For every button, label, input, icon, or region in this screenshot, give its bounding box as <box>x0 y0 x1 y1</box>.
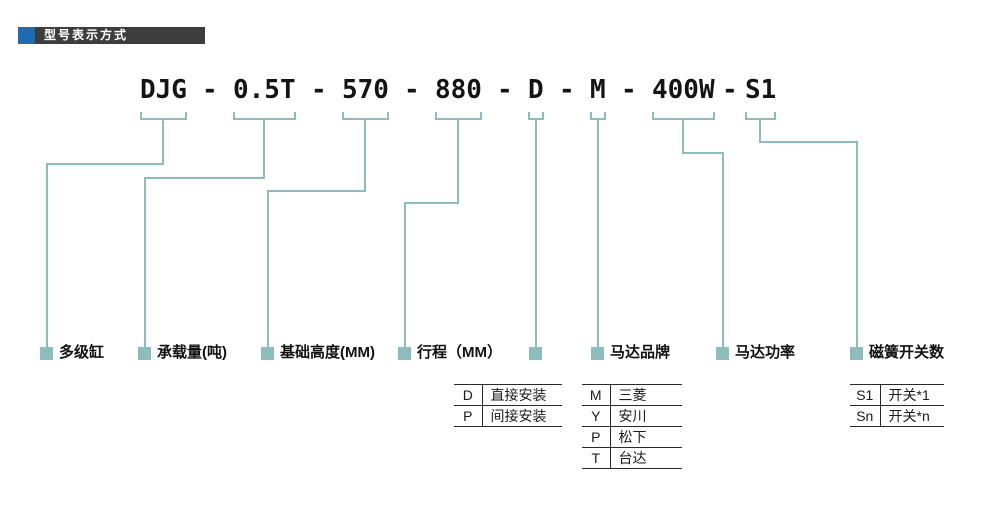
model-segment-series: DJG <box>140 75 187 105</box>
legend-square-icon <box>398 346 411 360</box>
connector-line <box>856 141 858 347</box>
connector-line <box>144 177 265 179</box>
connector-line <box>364 120 366 192</box>
legend-square-icon <box>138 346 151 360</box>
model-segment-motor-power: 400W <box>652 75 715 105</box>
reed-switch-table: S1 开关*1 Sn 开关*n <box>850 384 944 427</box>
model-separator: - <box>311 75 327 105</box>
mounting-table: D 直接安装 P 间接安装 <box>454 384 562 427</box>
model-separator: - <box>559 75 575 105</box>
connector-line <box>682 152 724 154</box>
legend-label: 基础高度(MM) <box>280 344 375 361</box>
legend-stroke: 行程（MM） <box>398 345 502 361</box>
table-key: D <box>454 384 483 406</box>
bracket-base-height <box>342 112 389 120</box>
connector-line <box>404 202 459 204</box>
table-row: M 三菱 <box>582 384 682 406</box>
table-row: P 间接安装 <box>454 405 562 427</box>
legend-square-icon <box>261 346 274 360</box>
legend-label: 行程（MM） <box>417 344 502 361</box>
legend-label: 承载量(吨) <box>157 344 227 361</box>
table-key: Sn <box>850 405 881 427</box>
model-separator: - <box>202 75 218 105</box>
table-key: M <box>582 384 611 406</box>
connector-line <box>457 120 459 204</box>
model-separator: - <box>497 75 513 105</box>
connector-line <box>759 120 761 143</box>
connector-line <box>263 120 265 179</box>
model-segment-mounting: D <box>528 75 544 105</box>
table-value: 安川 <box>610 405 682 427</box>
table-value: 间接安装 <box>482 405 562 427</box>
table-key: P <box>582 426 611 448</box>
connector-line <box>144 177 146 347</box>
connector-line <box>46 163 48 347</box>
legend-label: 多级缸 <box>59 344 105 361</box>
model-separator: - <box>404 75 420 105</box>
model-segment-motor-brand: M <box>590 75 606 105</box>
model-separator: - <box>722 75 738 105</box>
legend-motor-brand: 马达品牌 <box>591 345 670 361</box>
legend-square-icon <box>850 346 863 360</box>
table-key: S1 <box>850 384 881 406</box>
connector-line <box>267 190 366 192</box>
bracket-motor-brand <box>590 112 606 120</box>
table-row: D 直接安装 <box>454 384 562 406</box>
legend-square-icon <box>716 346 729 360</box>
bracket-motor-power <box>652 112 715 120</box>
bracket-switch-count <box>745 112 776 120</box>
section-title-bar: 型号表示方式 <box>35 27 205 44</box>
legend-base-height: 基础高度(MM) <box>261 345 375 361</box>
model-segment-capacity: 0.5T <box>233 75 296 105</box>
connector-line <box>162 120 164 165</box>
table-row: P 松下 <box>582 426 682 448</box>
legend-motor-power: 马达功率 <box>716 345 795 361</box>
legend-series: 多级缸 <box>40 345 104 361</box>
connector-line <box>682 120 684 154</box>
table-key: P <box>454 405 483 427</box>
legend-square-icon <box>529 346 542 360</box>
table-value: 三菱 <box>610 384 682 406</box>
legend-square-icon <box>40 346 53 360</box>
model-segment-stroke: 880 <box>435 75 482 105</box>
model-segment-switch-count: S1 <box>745 75 777 105</box>
bracket-mounting <box>528 112 544 120</box>
table-row: Sn 开关*n <box>850 405 944 427</box>
table-key: Y <box>582 405 611 427</box>
table-value: 松下 <box>610 426 682 448</box>
legend-label: 马达功率 <box>735 344 796 361</box>
table-row: T 台达 <box>582 447 682 469</box>
section-title: 型号表示方式 <box>44 28 129 42</box>
table-value: 台达 <box>610 447 682 469</box>
legend-label: 马达品牌 <box>610 344 671 361</box>
legend-label: 磁簧开关数 <box>869 344 945 361</box>
motor-brand-table: M 三菱 Y 安川 P 松下 T 台达 <box>582 384 682 469</box>
legend-switch-count: 磁簧开关数 <box>850 345 944 361</box>
table-value: 直接安装 <box>482 384 562 406</box>
connector-line <box>267 190 269 347</box>
model-separator: - <box>621 75 637 105</box>
connector-line <box>535 120 537 347</box>
table-row: S1 开关*1 <box>850 384 944 406</box>
connector-line <box>722 152 724 347</box>
bracket-series <box>140 112 187 120</box>
connector-line <box>404 202 406 347</box>
connector-line <box>46 163 164 165</box>
bracket-stroke <box>435 112 482 120</box>
table-value: 开关*n <box>880 405 944 427</box>
table-value: 开关*1 <box>880 384 944 406</box>
legend-square-icon <box>591 346 604 360</box>
table-row: Y 安川 <box>582 405 682 427</box>
legend-capacity: 承载量(吨) <box>138 345 227 361</box>
table-key: T <box>582 447 611 469</box>
model-segment-base-height: 570 <box>342 75 389 105</box>
legend-mounting <box>529 345 548 361</box>
connector-line <box>597 120 599 347</box>
header-accent-square <box>18 27 35 44</box>
bracket-capacity <box>233 112 296 120</box>
connector-line <box>759 141 858 143</box>
